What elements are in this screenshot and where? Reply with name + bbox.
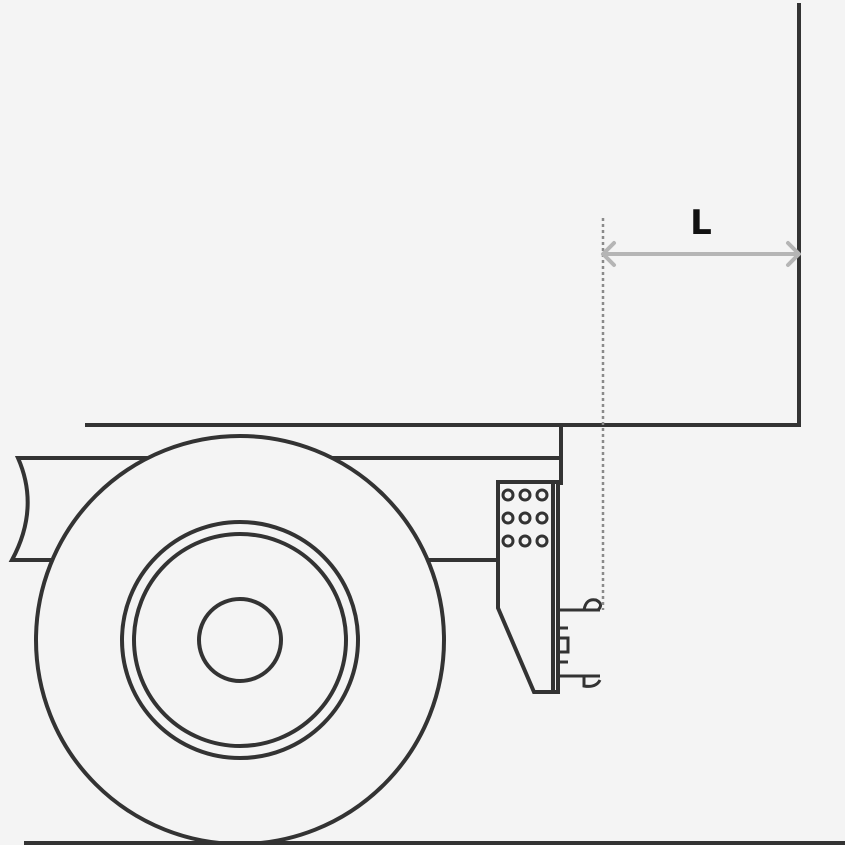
chassis-frame [8, 425, 563, 562]
arrowhead-left-icon [601, 241, 616, 267]
rear-wheel [34, 434, 446, 845]
light-dot [501, 534, 515, 548]
hook-upper-icon [582, 598, 603, 612]
light-cluster [501, 488, 549, 548]
hardware-block [556, 636, 570, 654]
rear-hardware [556, 598, 603, 688]
light-dot [518, 511, 532, 525]
dimension-arrow [601, 241, 801, 267]
bracket-plate [496, 480, 560, 694]
hub [197, 597, 283, 683]
hook-lower-icon [582, 676, 602, 688]
light-dot [518, 488, 532, 502]
cargo-body [85, 3, 801, 427]
frame-rail [8, 456, 563, 562]
arrowhead-right-icon [786, 241, 801, 267]
light-dot [501, 488, 515, 502]
light-dot [535, 511, 549, 525]
light-dot [518, 534, 532, 548]
light-dot [501, 511, 515, 525]
tire [34, 434, 446, 845]
dimension-label: L [690, 203, 712, 243]
rim-outer [120, 520, 360, 760]
rim-inner [132, 532, 348, 748]
light-dot [535, 534, 549, 548]
rear-bracket [496, 480, 560, 694]
light-dot [535, 488, 549, 502]
